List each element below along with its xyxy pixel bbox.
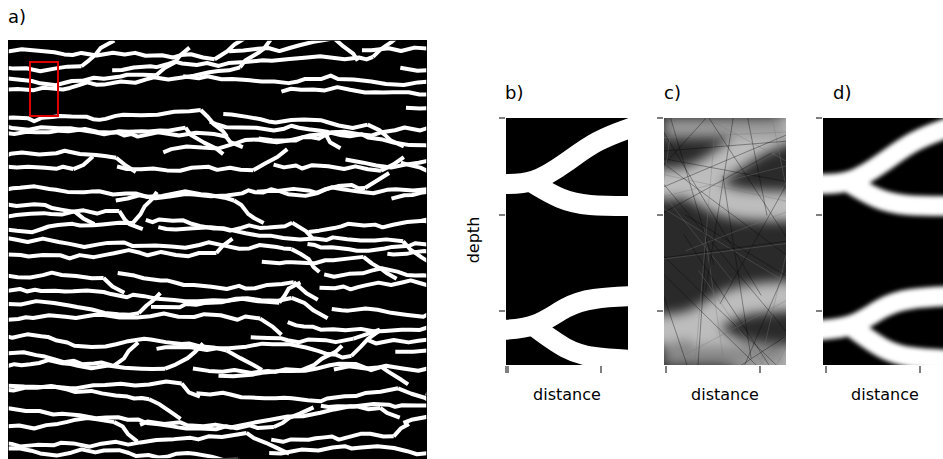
true-section: [506, 118, 628, 365]
fracture-network: [8, 40, 427, 459]
reconstruction: [664, 118, 786, 365]
axis-label: distance: [851, 387, 919, 403]
refined-section: [823, 118, 943, 365]
axis-label: distance: [533, 387, 601, 403]
panel-label: c): [664, 84, 681, 102]
panel-label: b): [505, 84, 523, 102]
axis-label: distance: [691, 387, 759, 403]
zoom-box: [30, 62, 58, 116]
panel-label: a): [8, 8, 26, 26]
panel-label: d): [833, 84, 851, 102]
axis-ticks: [499, 118, 920, 373]
axis-label: depth: [466, 217, 482, 264]
